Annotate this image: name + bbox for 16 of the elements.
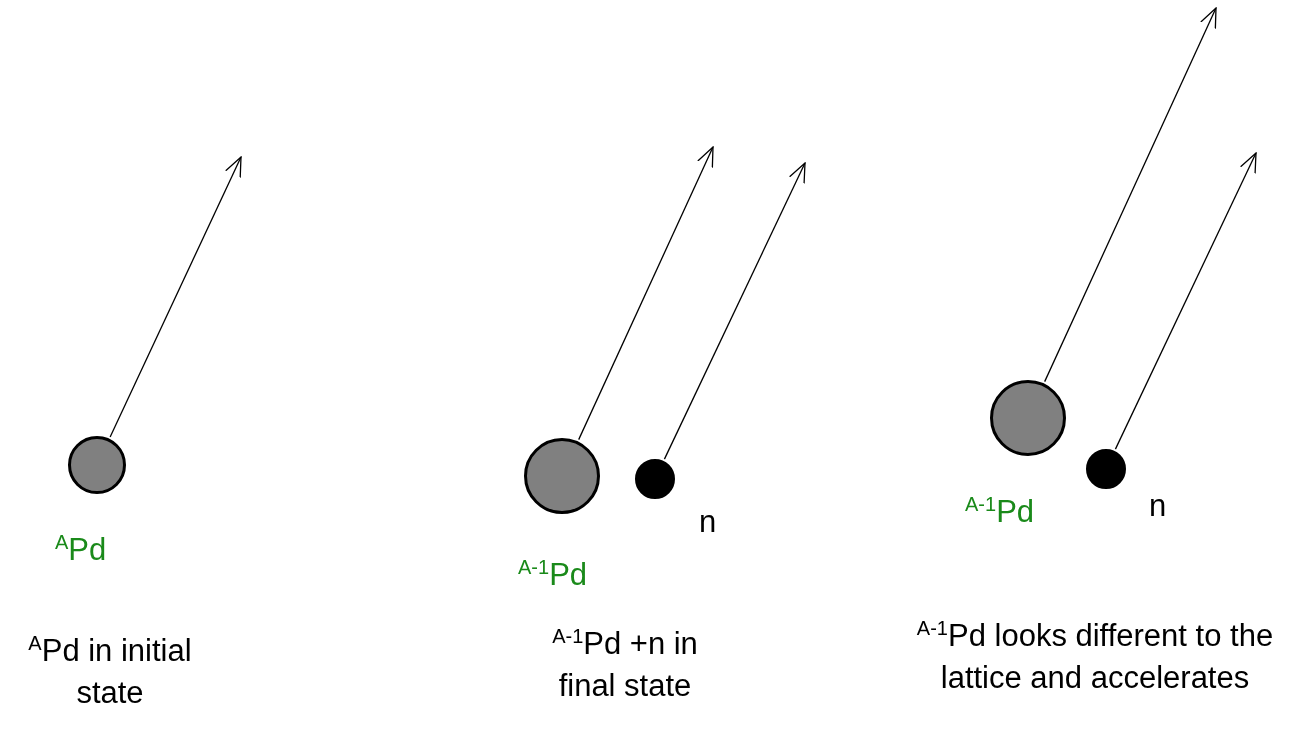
nucleus-circle [68, 436, 126, 494]
motion-arrow [1114, 152, 1257, 450]
particle-label: $^{A-1}$Pd [965, 494, 1035, 528]
caption-text: $^{A}$Pd in initial state [27, 631, 193, 713]
motion-arrow [578, 146, 714, 441]
caption-text: $^{A-1}$Pd +n in final state [551, 624, 699, 706]
particle-label: n [699, 506, 717, 537]
neutron-dot [635, 459, 675, 499]
motion-arrow [109, 156, 242, 438]
motion-arrow [1044, 7, 1217, 383]
particle-label: n [1149, 490, 1167, 521]
particle-label: $^{A}$Pd [55, 532, 107, 566]
particle-label: $^{A-1}$Pd [518, 557, 588, 591]
motion-arrow [663, 162, 806, 460]
caption-text: $^{A-1}$Pd looks different to the lattice and accelerates [915, 616, 1275, 698]
neutron-dot [1086, 449, 1126, 489]
